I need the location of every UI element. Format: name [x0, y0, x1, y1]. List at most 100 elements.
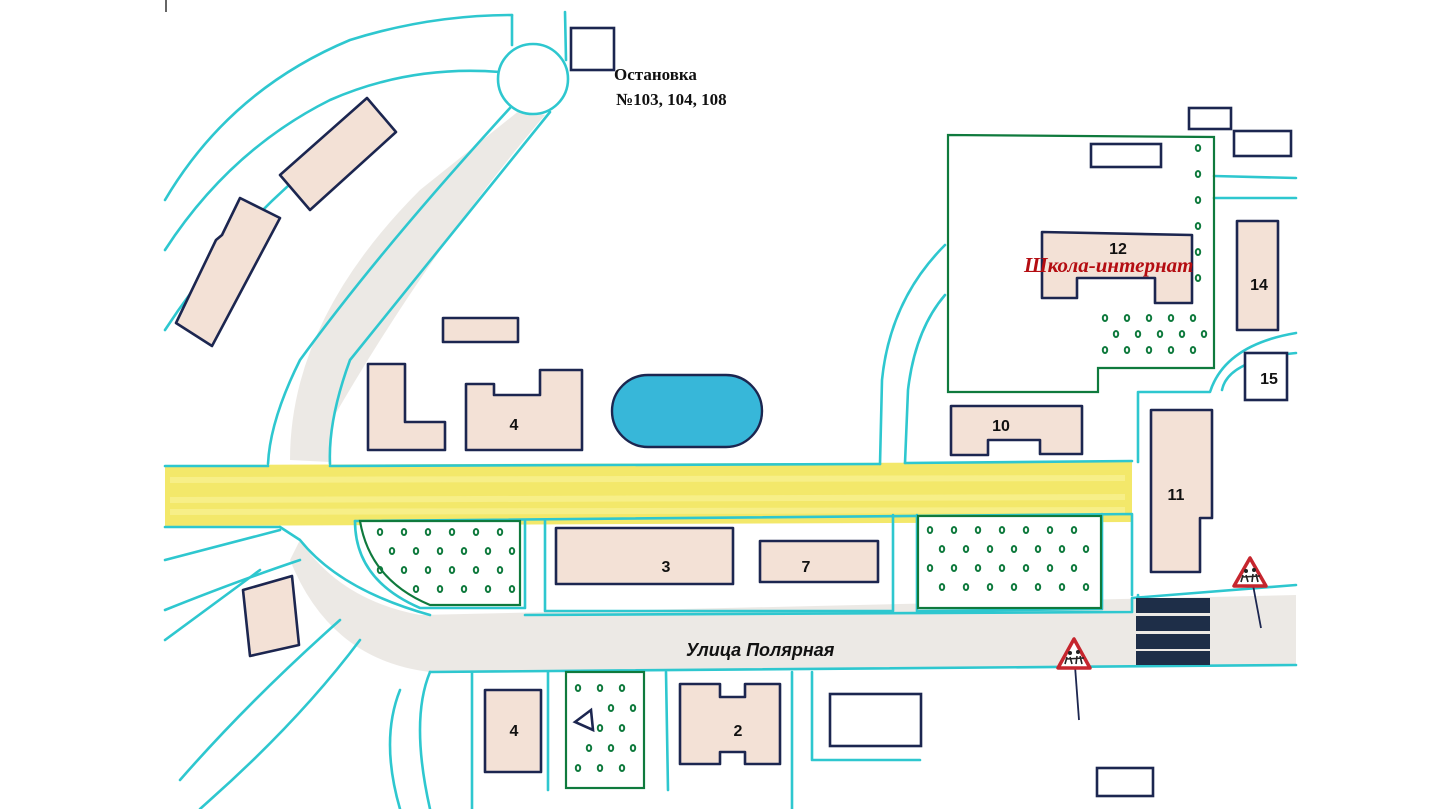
tree-dot	[1200, 330, 1208, 338]
tree-dot	[618, 764, 626, 772]
building-label-7: 7	[802, 559, 811, 576]
tree-dot	[448, 566, 456, 574]
tree-dot	[1194, 170, 1202, 178]
tree-dot	[1058, 583, 1066, 591]
tree-dot	[574, 764, 582, 772]
buildings	[174, 26, 1293, 798]
building-label-4-south: 4	[510, 723, 519, 740]
tree-dot	[618, 724, 626, 732]
tree-dot	[585, 744, 593, 752]
tree-dot	[1194, 274, 1202, 282]
tree-dot	[1194, 144, 1202, 152]
tree-dot	[1123, 314, 1131, 322]
tree-dot	[1010, 545, 1018, 553]
park-west	[358, 519, 522, 607]
bus-stop-icon	[569, 26, 616, 72]
tree-dot	[1145, 314, 1153, 322]
building-10	[949, 404, 1084, 457]
tree-dot	[496, 528, 504, 536]
tree-dot	[986, 583, 994, 591]
tree-dot	[1022, 526, 1030, 534]
tree-dot	[424, 566, 432, 574]
tree-dot	[596, 684, 604, 692]
tree-dot	[376, 528, 384, 536]
tree-dot	[1145, 346, 1153, 354]
tree-dot	[974, 526, 982, 534]
pond-icon	[610, 373, 764, 449]
tree-dot	[472, 566, 480, 574]
tree-dot	[629, 744, 637, 752]
tree-dot	[1167, 346, 1175, 354]
building-12-school	[1040, 230, 1194, 305]
tree-dot	[436, 547, 444, 555]
tree-dot	[1178, 330, 1186, 338]
building-14	[1235, 219, 1280, 332]
tree-dot	[1156, 330, 1164, 338]
tree-dot	[460, 585, 468, 593]
children-crossing-sign-icon	[1232, 556, 1268, 629]
tree-dot	[400, 566, 408, 574]
pedestrian-crossing-icon	[1136, 598, 1210, 665]
road-network	[163, 10, 1298, 809]
tree-dot	[1046, 526, 1054, 534]
tree-dot	[1058, 545, 1066, 553]
building-7	[758, 539, 880, 584]
tree-dot	[376, 566, 384, 574]
school-label: Школа-интернат	[1023, 253, 1193, 277]
tree-dot	[1194, 196, 1202, 204]
tree-dot	[484, 585, 492, 593]
tree-dot	[974, 564, 982, 572]
tree-dot	[412, 547, 420, 555]
tree-dot	[950, 564, 958, 572]
building-2	[678, 682, 782, 766]
tree-dot	[607, 704, 615, 712]
tree-dot	[448, 528, 456, 536]
park-school	[1096, 305, 1208, 365]
tree-dot	[1034, 583, 1042, 591]
tree-dot	[1194, 248, 1202, 256]
tree-dot	[962, 583, 970, 591]
tree-dot	[388, 547, 396, 555]
tree-dot	[618, 684, 626, 692]
tree-dot	[496, 566, 504, 574]
tree-dot	[950, 526, 958, 534]
tree-dots	[376, 144, 1208, 772]
tree-dot	[1082, 545, 1090, 553]
building-4-north	[464, 368, 584, 452]
tree-dot	[1189, 314, 1197, 322]
tree-dot	[607, 744, 615, 752]
building-label-12: 12	[1109, 241, 1127, 258]
tree-dot	[629, 704, 637, 712]
tree-dot	[400, 528, 408, 536]
tree-dot	[1070, 526, 1078, 534]
building-label-15: 15	[1260, 371, 1278, 388]
tree-dot	[998, 564, 1006, 572]
building-label-3: 3	[662, 559, 671, 576]
tree-dot	[962, 545, 970, 553]
bus-stop-label-line1: Остановка	[614, 65, 697, 84]
tree-dot	[508, 547, 516, 555]
building-label-4-north: 4	[510, 417, 519, 434]
tree-dot	[998, 526, 1006, 534]
tree-dot	[574, 684, 582, 692]
tree-dot	[1167, 314, 1175, 322]
park-east	[916, 514, 1103, 610]
building-11	[1149, 408, 1214, 574]
children-crossing-sign-icon	[1056, 637, 1092, 721]
school-territory	[946, 133, 1216, 394]
tree-dot	[926, 526, 934, 534]
building-3	[554, 526, 735, 586]
building-label-10: 10	[992, 418, 1010, 435]
roundabout	[496, 42, 570, 116]
tree-dot	[1101, 346, 1109, 354]
tree-dot	[460, 547, 468, 555]
tree-dot	[596, 724, 604, 732]
building-label-14: 14	[1250, 277, 1268, 294]
tree-dot	[424, 528, 432, 536]
street-label: Улица Полярная	[686, 640, 835, 660]
tree-dot	[1010, 583, 1018, 591]
tree-dot	[926, 564, 934, 572]
tree-dot	[938, 545, 946, 553]
tree-dot	[472, 528, 480, 536]
